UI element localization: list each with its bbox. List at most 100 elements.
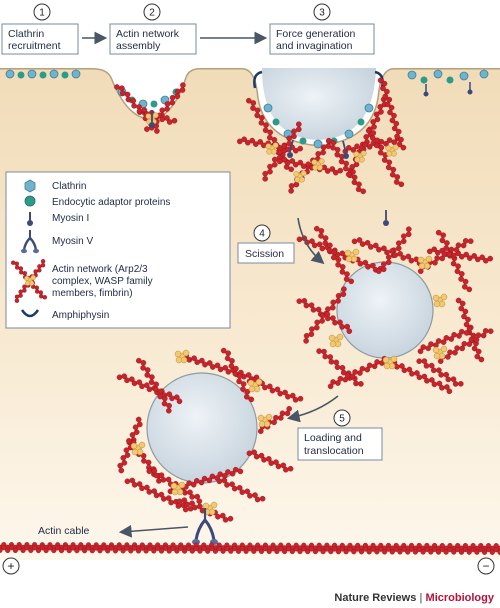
step-1-number-circle [33,3,51,21]
arp23-complex [130,441,146,456]
step-3-label-line2: and invagination [276,40,353,52]
arp23-complex [293,170,307,183]
step-5-label-box [297,427,383,461]
arp23-complex [344,248,360,263]
step-3-label-box [269,23,375,55]
legend-myosin-v-label: Myosin V [52,236,93,247]
step-2-label-box [109,23,197,55]
actin-filament [262,121,302,182]
actin-filament [135,357,172,414]
step-3-number-circle [313,3,331,21]
step-5-label-line1: Loading and [304,432,362,444]
step-3-label-line1: Force generation [276,28,356,40]
arp23-complex [174,349,190,364]
step-1-label-box [1,23,79,55]
step-4-number: 4 [259,229,265,240]
arp23-complex [385,144,399,157]
arp23-complex [265,142,279,155]
invagination-pit [262,68,376,140]
actin-filament [365,127,405,188]
step-4-label-line1: Scission [245,248,284,260]
journal-credit: Nature Reviews | Microbiology [334,592,494,604]
myosin-i-markers [149,110,389,226]
actin-filament [303,286,347,344]
arp23-complex [353,150,367,163]
legend-actin-label-line1: Actin network (Arp2/3 [52,264,148,275]
plus-end-label: + [7,559,14,573]
actin-filament [220,347,255,403]
minus-end-circle [477,557,495,575]
credit-journal: Nature Reviews [334,592,416,604]
actin-filament [116,373,183,405]
actin-filament [124,477,194,513]
adaptor-protein-icon [24,195,36,207]
actin-filament [276,156,344,176]
myosin-i-icon [27,212,33,226]
arp23-complex [432,345,448,360]
arp23-complex [170,481,186,496]
legend-clathrin-label: Clathrin [52,181,86,192]
arp23-complexes [130,112,448,516]
actin-filament [416,358,464,387]
surface-clathrin-left [5,69,81,79]
actin-filament [216,477,266,503]
arp23-complex [257,413,273,428]
step-1: 1 Clathrin recruitment [1,3,79,55]
actin-filament [325,137,367,195]
actin-filament [417,325,473,355]
arp23-complex [247,378,263,393]
amphiphysin-icon [20,309,40,318]
actin-cable [0,542,500,555]
credit-field: Microbiology [426,592,495,604]
arp23-complex [24,274,36,286]
legend-actin-label-line2: complex, WASP family [52,276,153,287]
step-4: 4 Scission [237,224,295,264]
step-2-number-circle [143,3,161,21]
legend: Clathrin Endocytic adaptor proteins Myos… [5,171,231,329]
actin-filament [351,237,423,267]
arrow-to-translocation [286,395,339,423]
step-3-number: 3 [319,8,325,19]
myosin-v-icon [21,230,39,254]
actin-filament [377,77,407,151]
legend-box [5,171,231,329]
surface-proteins-right [407,69,489,97]
step-2-label-line1: Actin network [116,28,180,40]
arp23-complex [417,255,433,270]
legend-myosin-i-label: Myosin I [52,213,89,224]
clathrin-icon [24,179,36,193]
step-5: 5 Loading and translocation [297,409,383,461]
step-4-number-circle [253,224,271,242]
actin-filament [0,545,500,555]
step-2: 2 Actin network assembly [109,3,197,55]
step-4-label-box [237,242,295,264]
actin-filament [246,449,294,473]
pit-coat-step3 [253,70,384,149]
actin-cable-label: Actin cable [38,525,90,537]
step-5-number: 5 [339,414,345,425]
arrow-to-scission [297,217,325,265]
step-3: 3 Force generation and invagination [269,3,375,55]
step-2-label-line2: assembly [116,40,161,52]
actin-filament [342,135,401,155]
actin-filament [375,226,412,275]
step-5-label-line2: translocation [304,445,364,457]
arp23-complex [311,158,325,171]
step-1-label-line1: Clathrin [8,28,44,40]
actin-filament [313,225,355,285]
arp23-complex [432,293,448,308]
actin-network-icon [10,259,47,303]
legend-amphiphysin-label: Amphiphysin [52,310,109,321]
legend-adaptor-label: Endocytic adaptor proteins [52,197,170,208]
arp23-complex [328,333,344,348]
vesicle-scission [336,261,434,359]
step-5-number-circle [333,409,351,427]
arp23-complex [145,112,159,125]
minus-end-label: − [482,559,489,573]
plus-end-circle [2,557,20,575]
arp23-complex [382,355,398,370]
arrow-actin-cable [118,524,189,538]
step-1-number: 1 [39,8,45,19]
